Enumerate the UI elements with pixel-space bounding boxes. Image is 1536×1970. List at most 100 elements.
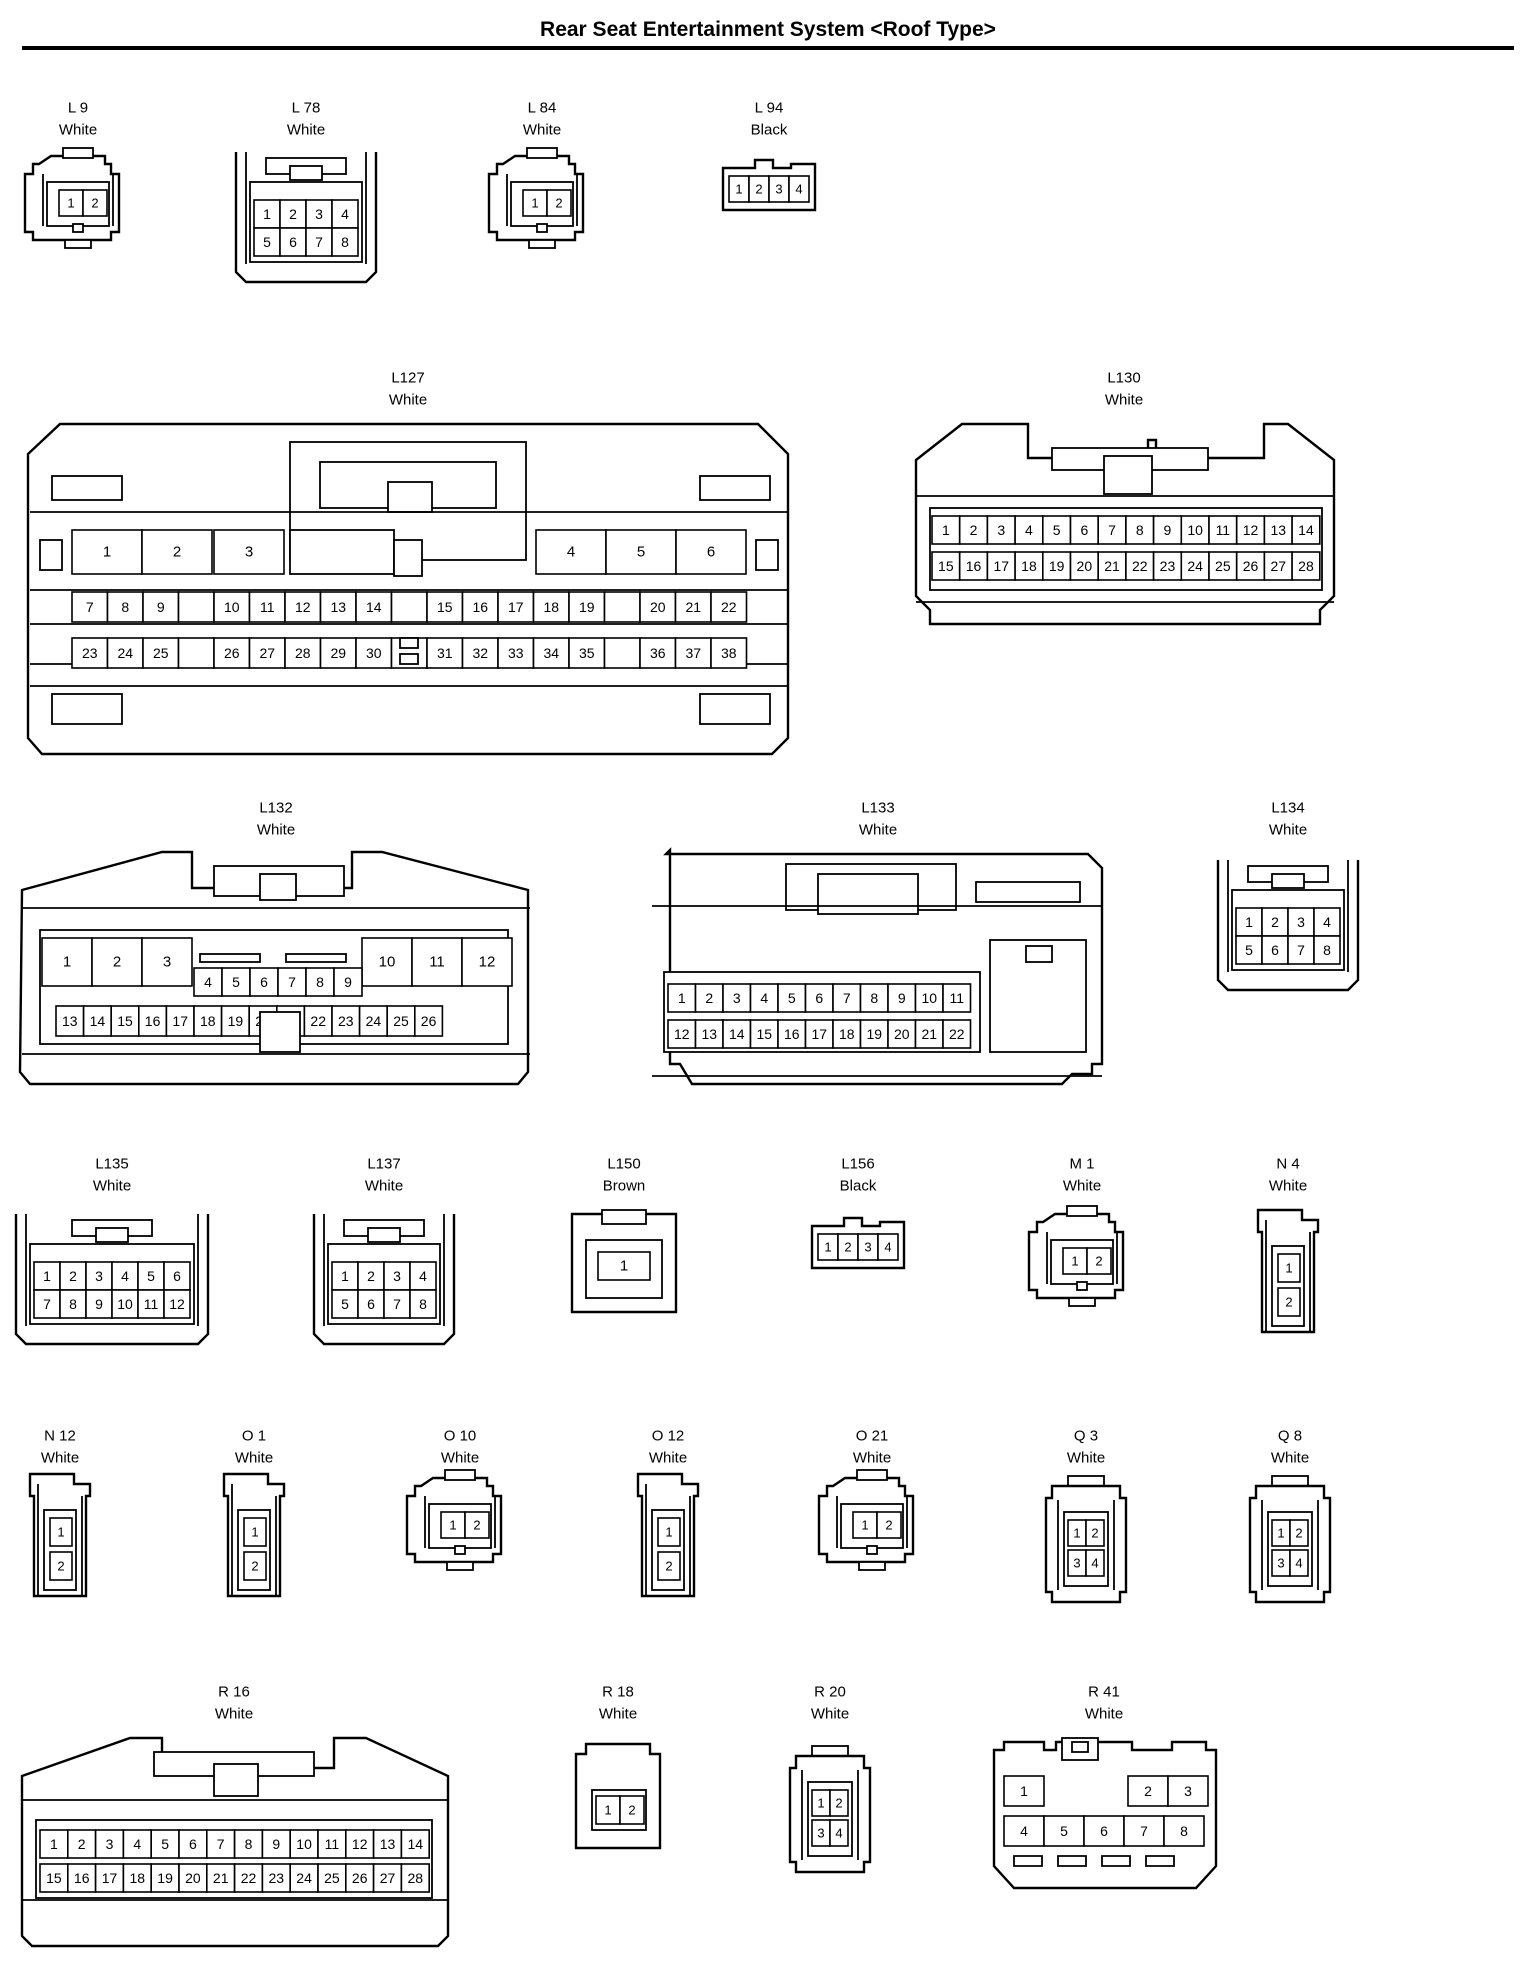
- pin-cell: [986, 551, 1016, 581]
- pin-cell: [461, 591, 499, 623]
- pin-cell: [1003, 1775, 1045, 1807]
- lock-tab: [858, 1561, 886, 1571]
- pin-cell: [1014, 515, 1044, 545]
- pin-number: 8: [1180, 1823, 1188, 1839]
- pin-number: 27: [380, 1870, 396, 1886]
- pin-number: 8: [121, 599, 129, 615]
- pin-number: 3: [864, 1240, 871, 1255]
- pin-cell: [497, 591, 535, 623]
- pin-number: 3: [997, 522, 1005, 538]
- pin-cell: [331, 227, 359, 257]
- pin-number: 10: [117, 1296, 133, 1312]
- pin-number: 8: [870, 990, 878, 1006]
- pin-cell: [694, 983, 724, 1013]
- pin-number: 1: [824, 1240, 831, 1255]
- pin-number: 3: [393, 1268, 401, 1284]
- pin-number: 10: [224, 599, 240, 615]
- pin-cell: [71, 591, 109, 623]
- pin-cell: [249, 967, 279, 997]
- pin-number: 2: [473, 1518, 480, 1533]
- pin-number: 4: [1025, 522, 1033, 538]
- pin-number: 6: [173, 1268, 181, 1284]
- pin-number: 1: [449, 1518, 456, 1533]
- pin-number: 9: [898, 990, 906, 1006]
- pin-number: 29: [330, 645, 346, 661]
- pin-number: 20: [1077, 558, 1093, 574]
- lock-tab: [1068, 1297, 1096, 1307]
- pin-cell: [859, 983, 889, 1013]
- pin-number: 2: [57, 1559, 64, 1574]
- side-rail: [245, 152, 367, 264]
- connector-id-label: L133: [861, 800, 894, 817]
- connector-id-label: L156: [841, 1156, 874, 1173]
- pin-number: 13: [1270, 522, 1286, 538]
- pin-number: 13: [62, 1013, 78, 1029]
- pin-number: 26: [224, 645, 240, 661]
- pin-number: 22: [310, 1013, 326, 1029]
- connector-color-label: White: [1085, 1706, 1123, 1723]
- pin-number: 15: [46, 1870, 62, 1886]
- pin-cell: [41, 937, 93, 987]
- pin-number: 26: [421, 1013, 437, 1029]
- pin-number: 17: [102, 1870, 118, 1886]
- connector-color-label: White: [389, 392, 427, 409]
- pin-number: 11: [260, 599, 275, 615]
- connector-id-label: O 1: [242, 1428, 266, 1445]
- pin-number: 5: [147, 1268, 155, 1284]
- pin-number: 1: [817, 1796, 824, 1811]
- pin-cell: [1127, 1775, 1169, 1807]
- pin-number: 1: [1073, 1526, 1080, 1541]
- connector-color-label: White: [59, 122, 97, 139]
- pin-cell: [657, 1551, 681, 1581]
- pin-number: 4: [1323, 914, 1331, 930]
- pin-number: 5: [637, 544, 645, 561]
- pin-number: 17: [811, 1026, 827, 1042]
- pin-cell: [319, 591, 357, 623]
- pin-cell: [122, 1863, 153, 1893]
- pin-number: 5: [341, 1296, 349, 1312]
- pin-number: 3: [1073, 1556, 1080, 1571]
- title-rule: [22, 46, 1514, 50]
- pin-number: 12: [169, 1296, 185, 1312]
- connector-color-label: White: [811, 1706, 849, 1723]
- empty-cavity: [603, 637, 641, 669]
- pin-cell: [1289, 1549, 1309, 1577]
- housing-line: [652, 905, 1102, 1077]
- ear-top-right: [699, 475, 771, 501]
- pin-number: 4: [419, 1268, 427, 1284]
- pin-cell: [788, 175, 810, 203]
- lock-tab: [446, 1561, 474, 1571]
- pin-cell: [284, 637, 322, 669]
- pin-number: 1: [1245, 914, 1253, 930]
- pin-cell: [206, 1829, 236, 1859]
- pin-cell: [1085, 1519, 1105, 1547]
- pin-number: 38: [721, 645, 737, 661]
- pin-number: 7: [843, 990, 851, 1006]
- pin-cell: [243, 1517, 267, 1547]
- pin-cell: [804, 1019, 834, 1049]
- key-slot: [285, 953, 347, 963]
- pin-number: 2: [1295, 1526, 1302, 1541]
- pin-number: 26: [1243, 558, 1259, 574]
- pin-cell: [400, 1863, 430, 1893]
- pin-cell: [1291, 515, 1321, 545]
- pin-number: 20: [650, 599, 666, 615]
- pin-cell: [1152, 551, 1183, 581]
- pin-cell: [213, 529, 285, 575]
- connector-color-label: White: [41, 1450, 79, 1467]
- pin-number: 1: [620, 1258, 628, 1275]
- pin-number: 1: [263, 206, 271, 222]
- pin-cell: [777, 983, 807, 1013]
- pin-number: 12: [295, 599, 311, 615]
- pin-number: 11: [1216, 522, 1231, 538]
- ear-bottom-left: [51, 693, 123, 725]
- pin-cell: [1235, 515, 1266, 545]
- pin-number: 2: [1091, 1526, 1098, 1541]
- pin-number: 4: [795, 182, 802, 197]
- pin-cell: [142, 637, 180, 669]
